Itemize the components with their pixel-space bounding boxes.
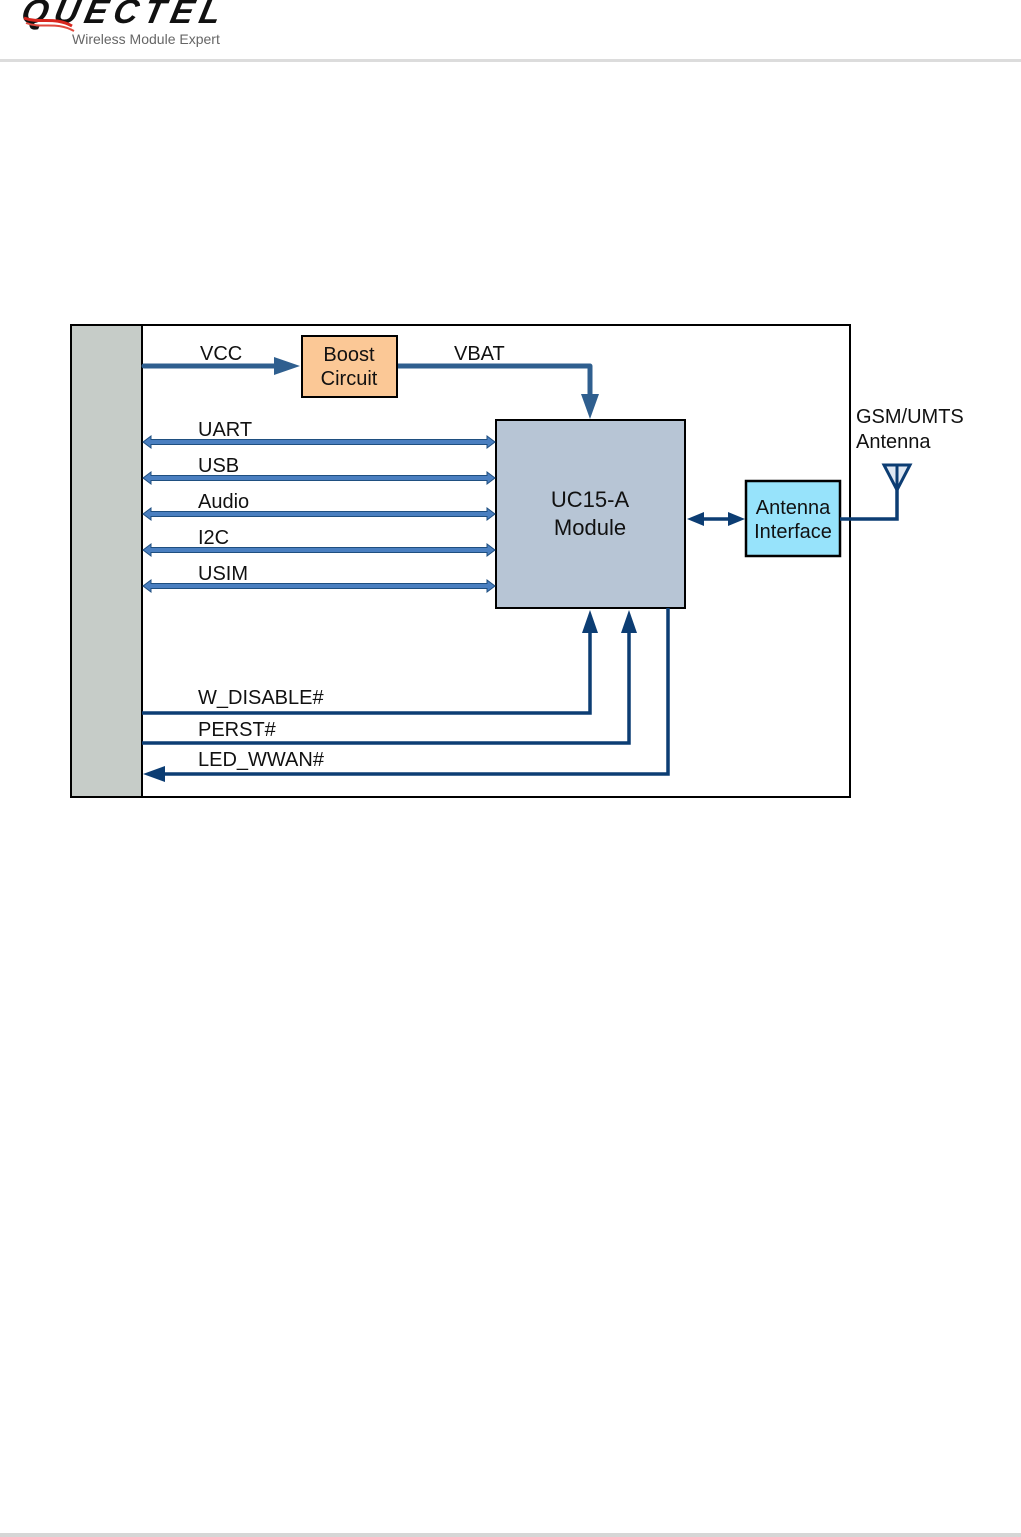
antenna-label-line1: GSM/UMTS [856,406,964,428]
antenna-interface-label-line1: Antenna [756,497,831,519]
vcc-label: VCC [200,343,242,365]
host-panel [71,325,142,797]
boost-circuit-box: Boost Circuit [302,336,397,397]
perst-label: PERST# [198,719,277,741]
module-label-line2: Module [554,515,626,540]
diagram-frame [71,325,850,797]
bus-label-i2c: I2C [198,527,229,549]
uc15a-module-box: UC15-A Module [496,420,685,608]
bus-label-usim: USIM [198,563,248,585]
bus-label-uart: UART [198,419,252,441]
bus-label-usb: USB [198,455,239,477]
antenna-interface-box: Antenna Interface [746,481,840,556]
footer-divider [0,1533,1021,1537]
boost-label-line1: Boost [323,344,375,366]
w-disable-label: W_DISABLE# [198,687,324,709]
vbat-label: VBAT [454,343,505,365]
boost-label-line2: Circuit [321,368,378,390]
led-wwan-label: LED_WWAN# [198,749,325,771]
antenna-interface-label-line2: Interface [754,521,832,543]
bus-label-audio: Audio [198,491,249,513]
module-label-line1: UC15-A [551,487,630,512]
antenna-label-line2: Antenna [856,431,931,453]
